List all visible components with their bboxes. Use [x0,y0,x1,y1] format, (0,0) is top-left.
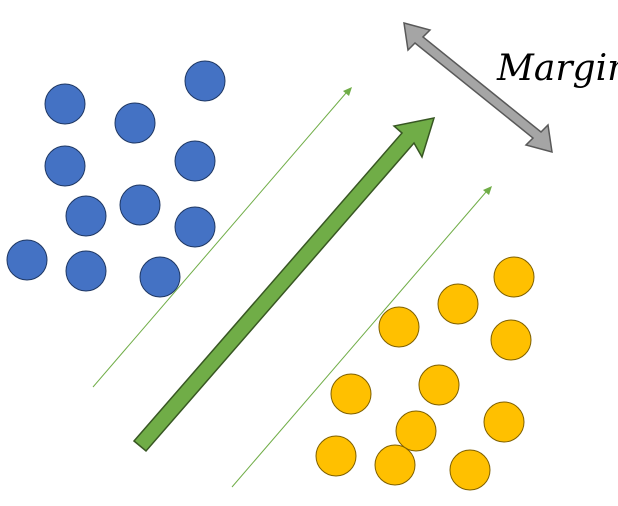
upper-margin-boundary-arrow [92,87,352,388]
hyperplane-arrow [132,117,436,453]
class-a-point [114,102,156,144]
margin-double-arrow [403,21,553,154]
class-a-point [65,195,107,237]
class-a-point [184,60,226,102]
class-a-points [6,60,226,298]
class-b-point [418,364,460,406]
class-a-point [119,184,161,226]
class-b-point [483,401,525,443]
class-a-point [174,140,216,182]
class-b-point [378,306,420,348]
class-a-point [6,239,48,281]
class-b-point [395,410,437,452]
class-b-point [330,373,372,415]
class-b-point [374,444,416,486]
class-b-point [315,435,357,477]
class-b-point [449,449,491,491]
class-b-points [315,256,535,491]
margin-label: Margin [496,48,618,89]
class-a-point [174,206,216,248]
class-b-point [490,319,532,361]
class-a-point [139,256,181,298]
class-a-point [65,250,107,292]
class-b-point [437,283,479,325]
class-a-point [44,145,86,187]
class-b-point [493,256,535,298]
lower-margin-boundary-arrow [231,186,492,488]
class-a-point [44,83,86,125]
